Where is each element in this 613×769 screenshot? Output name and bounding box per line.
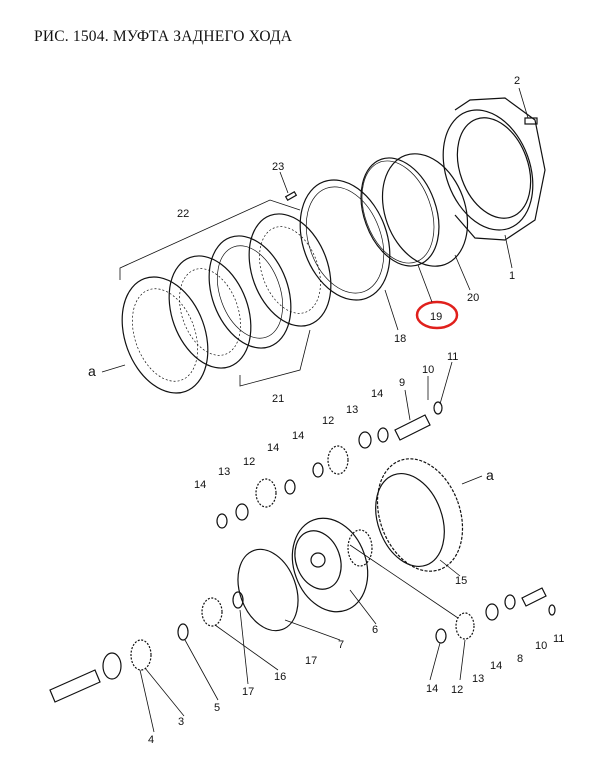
part-plate-18 xyxy=(299,179,391,301)
callout-a: a xyxy=(486,467,494,483)
red-circle-highlight xyxy=(415,300,459,330)
callout-14: 14 xyxy=(292,430,304,442)
callout-11: 11 xyxy=(447,351,458,363)
callout-10: 10 xyxy=(422,364,434,376)
callout-13: 13 xyxy=(218,466,230,478)
callout-1: 1 xyxy=(509,270,515,282)
part-clutch-discs xyxy=(119,199,332,394)
callout-13: 13 xyxy=(472,673,484,685)
callout-5: 5 xyxy=(214,702,220,714)
part-housing xyxy=(442,97,546,241)
callout-12: 12 xyxy=(243,456,255,468)
callout-17: 17 xyxy=(305,655,317,667)
part-small-components xyxy=(49,190,556,703)
callout-22: 22 xyxy=(177,208,189,220)
callout-16: 16 xyxy=(274,671,286,683)
callout-21: 21 xyxy=(272,393,284,405)
callout-12: 12 xyxy=(322,415,334,427)
part-ring-19 xyxy=(360,157,440,267)
part-ring-20 xyxy=(381,153,469,267)
callout-6: 6 xyxy=(372,624,378,636)
callout-17: 17 xyxy=(242,686,254,698)
callout-20: 20 xyxy=(467,292,479,304)
callout-14: 14 xyxy=(267,442,279,454)
callout-a: a xyxy=(88,363,96,379)
callout-8: 8 xyxy=(517,653,523,665)
callout-18: 18 xyxy=(394,333,406,345)
callout-10: 10 xyxy=(535,640,547,652)
callout-14: 14 xyxy=(371,388,383,400)
callout-15: 15 xyxy=(455,575,467,587)
callout-3: 3 xyxy=(178,716,184,728)
part-carrier-6 xyxy=(291,517,373,613)
callout-2: 2 xyxy=(514,75,520,87)
part-seal-7 xyxy=(237,548,299,632)
callout-7: 7 xyxy=(338,639,344,651)
callout-12: 12 xyxy=(451,684,463,696)
figure-title: РИС. 1504. МУФТА ЗАДНЕГО ХОДА xyxy=(34,28,293,45)
callout-19-highlight: 19 xyxy=(415,300,459,330)
callout-23: 23 xyxy=(272,161,284,173)
callout-19: 19 xyxy=(430,311,442,323)
callout-14: 14 xyxy=(426,683,438,695)
callout-11: 11 xyxy=(553,633,564,645)
leader-lines xyxy=(139,87,529,733)
part-ring-gear-15 xyxy=(375,458,464,572)
callout-4: 4 xyxy=(148,734,154,746)
callout-13: 13 xyxy=(346,404,358,416)
callout-14: 14 xyxy=(194,479,206,491)
callout-9: 9 xyxy=(399,377,405,389)
callout-14: 14 xyxy=(490,660,502,672)
